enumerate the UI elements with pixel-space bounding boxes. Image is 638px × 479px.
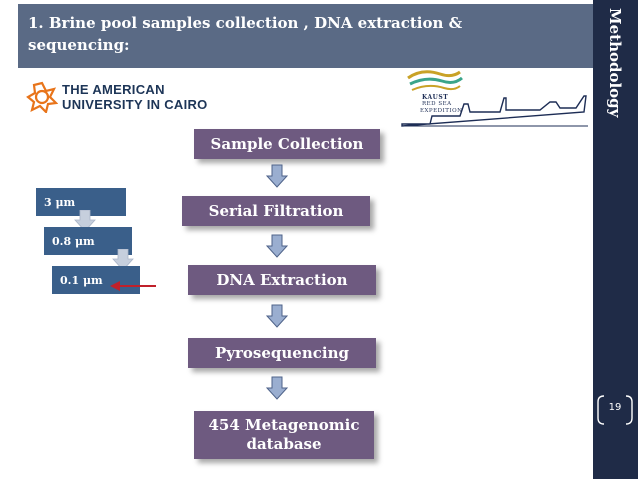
page-number: 19 [608, 402, 622, 413]
step-pyrosequencing: Pyrosequencing [188, 338, 376, 368]
slide-title: 1. Brine pool samples collection , DNA e… [28, 12, 548, 56]
auc-logo: THE AMERICAN UNIVERSITY IN CAIRO [26, 79, 236, 117]
filter-size-0-1um: 0.1 μm [52, 266, 140, 294]
slide-title-line-2: sequencing: [28, 36, 130, 54]
step-dna-extraction: DNA Extraction [188, 265, 376, 295]
kaust-line-1: KAUST [422, 94, 449, 101]
kaust-line-3: EXPEDITION [420, 108, 463, 114]
down-arrow-icon [266, 234, 288, 258]
page-number-bracket-icon [597, 395, 633, 425]
filter-down-arrow-icon [74, 210, 96, 232]
expedition-ship-icon [401, 70, 588, 127]
auc-emblem-icon [26, 81, 58, 113]
filter-down-arrow-icon [112, 249, 134, 271]
red-arrow-icon [110, 281, 156, 291]
kaust-expedition-logo: KAUST RED SEA EXPEDITION [400, 68, 590, 130]
step-metagenomic-database-line-1: 454 Metagenomic [208, 416, 360, 434]
section-sidebar [593, 0, 638, 479]
step-sample-collection: Sample Collection [194, 129, 380, 159]
kaust-line-2: RED SEA [422, 101, 452, 107]
section-label: Methodology [606, 8, 624, 118]
filter-size-0-8um: 0.8 μm [44, 227, 132, 255]
down-arrow-icon [266, 164, 288, 188]
step-metagenomic-database: 454 Metagenomic database [194, 411, 374, 459]
auc-logo-line-2: UNIVERSITY IN CAIRO [62, 97, 208, 112]
down-arrow-icon [266, 376, 288, 400]
slide-title-line-1: 1. Brine pool samples collection , DNA e… [28, 14, 463, 32]
auc-logo-line-1: THE AMERICAN [62, 82, 165, 97]
step-metagenomic-database-line-2: database [246, 435, 322, 453]
step-serial-filtration: Serial Filtration [182, 196, 370, 226]
down-arrow-icon [266, 304, 288, 328]
slide-title-bar: 1. Brine pool samples collection , DNA e… [18, 4, 593, 68]
